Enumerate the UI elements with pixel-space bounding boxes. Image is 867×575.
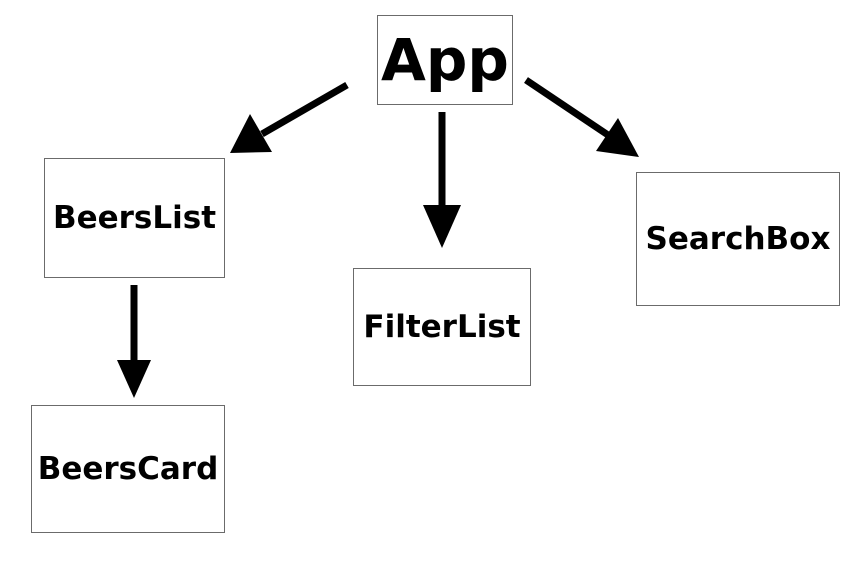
edge-app-searchbox — [524, 77, 610, 138]
node-searchbox: SearchBox — [636, 172, 840, 306]
node-beerslist-label: BeersList — [52, 200, 217, 236]
arrowhead-searchbox — [596, 118, 639, 157]
node-beerscard: BeersCard — [31, 405, 225, 533]
edge-app-beerslist — [260, 81, 349, 138]
node-filterlist: FilterList — [353, 268, 531, 386]
node-beerscard-label: BeersCard — [37, 451, 219, 487]
node-app: App — [377, 15, 513, 105]
node-app-label: App — [381, 26, 509, 94]
node-beerslist: BeersList — [44, 158, 225, 278]
arrowhead-beerscard — [117, 360, 151, 398]
node-searchbox-label: SearchBox — [645, 221, 831, 257]
arrowhead-filterlist — [423, 205, 461, 248]
node-filterlist-label: FilterList — [363, 309, 521, 345]
arrowhead-beerslist — [230, 114, 272, 153]
